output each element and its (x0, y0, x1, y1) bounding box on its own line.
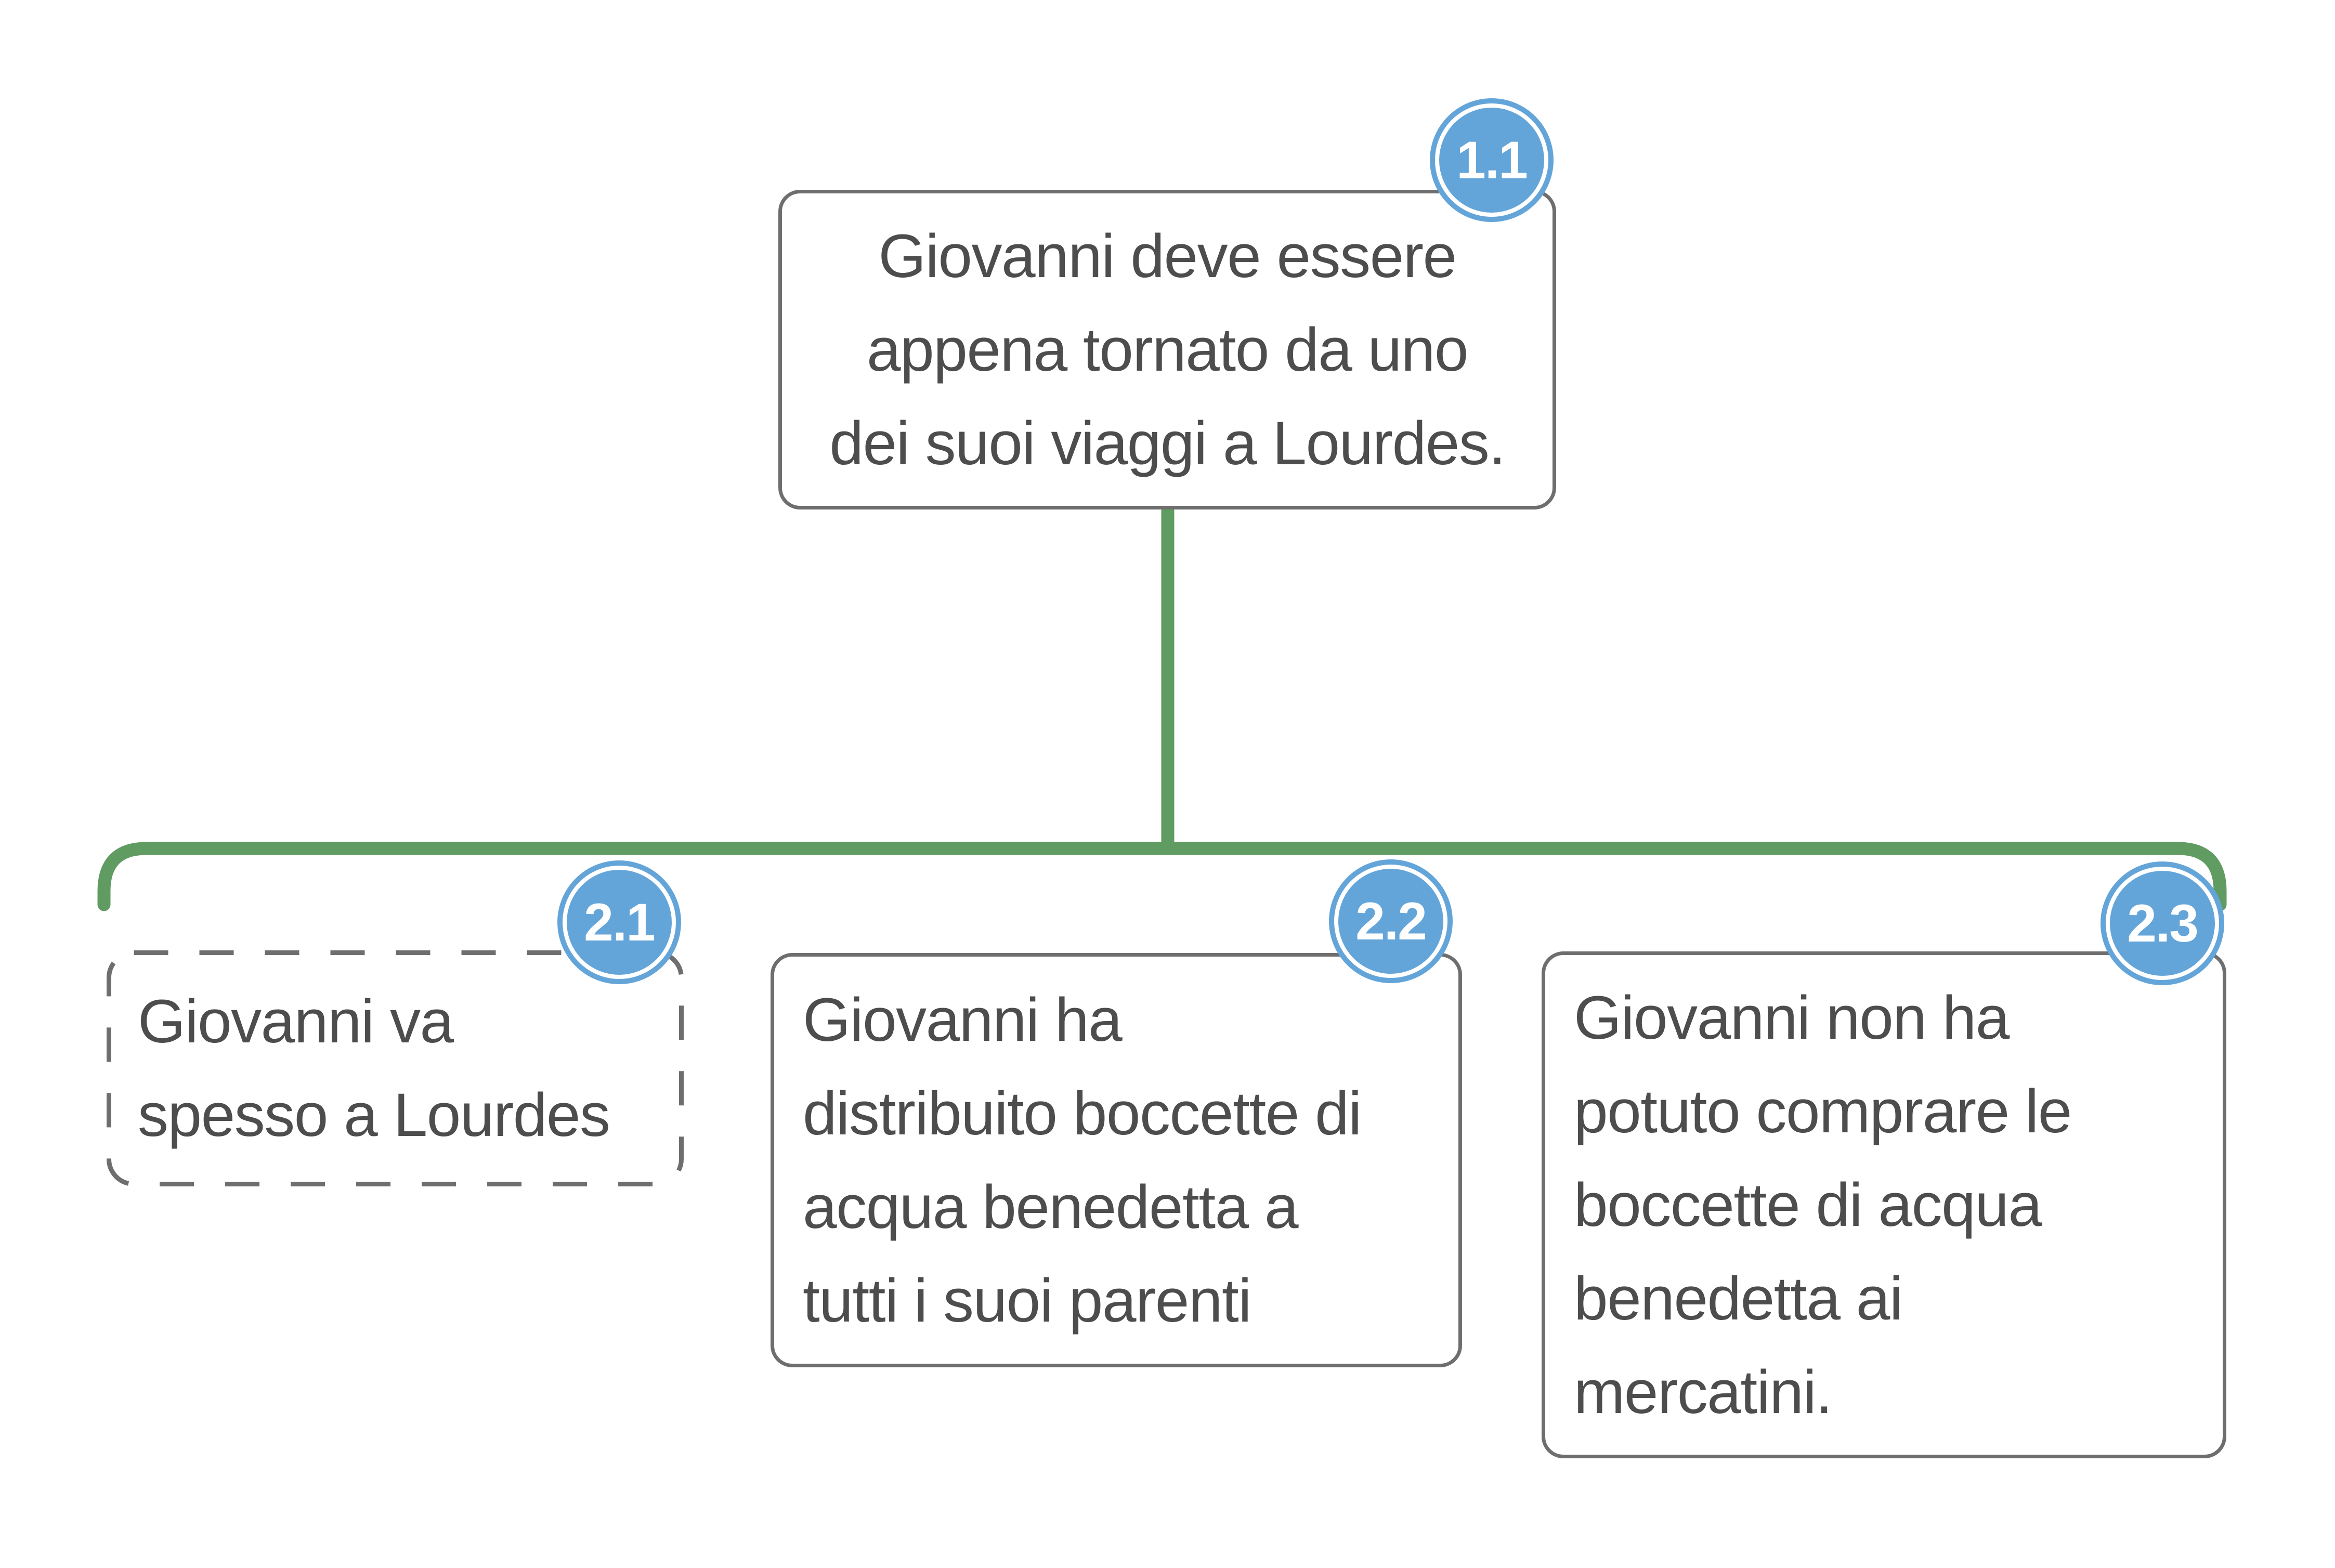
premise-line: benedetta ai (1574, 1264, 1903, 1333)
premise-line: spesso a Lourdes (138, 1081, 610, 1149)
conclusion-box[interactable]: Giovanni deve essere appena tornato da u… (778, 190, 1556, 509)
premise-line: boccette di acqua (1574, 1170, 2042, 1239)
premise-box-2-3[interactable]: Giovanni non ha potuto comprare le bocce… (1542, 951, 2226, 1458)
conclusion-line: Giovanni deve essere (878, 221, 1457, 291)
premise-line: Giovanni ha (803, 985, 1123, 1054)
premise-line: distribuito boccette di (803, 1079, 1362, 1148)
premise-line: Giovanni non ha (1574, 983, 2010, 1052)
premise-line: potuto comprare le (1574, 1077, 2072, 1146)
premise-badge-2-2[interactable]: 2.2 (1334, 865, 1447, 978)
conclusion-line: appena tornato da uno (866, 315, 1469, 384)
conclusion-line: dei suoi viaggi a Lourdes. (829, 409, 1506, 478)
premise-box-2-1[interactable]: Giovanni va spesso a Lourdes (107, 950, 684, 1186)
premise-line: tutti i suoi parenti (803, 1266, 1252, 1335)
premise-badge-2-1[interactable]: 2.1 (563, 866, 676, 979)
connector-bracket (97, 842, 2227, 911)
conclusion-badge[interactable]: 1.1 (1435, 103, 1548, 217)
premise-line: acqua benedetta a (803, 1172, 1299, 1242)
premise-box-2-2[interactable]: Giovanni ha distribuito boccette di acqu… (771, 953, 1462, 1367)
premise-line: mercatini. (1574, 1357, 1833, 1427)
premise-line: Giovanni va (138, 987, 454, 1056)
premise-badge-2-3[interactable]: 2.3 (2106, 867, 2219, 980)
